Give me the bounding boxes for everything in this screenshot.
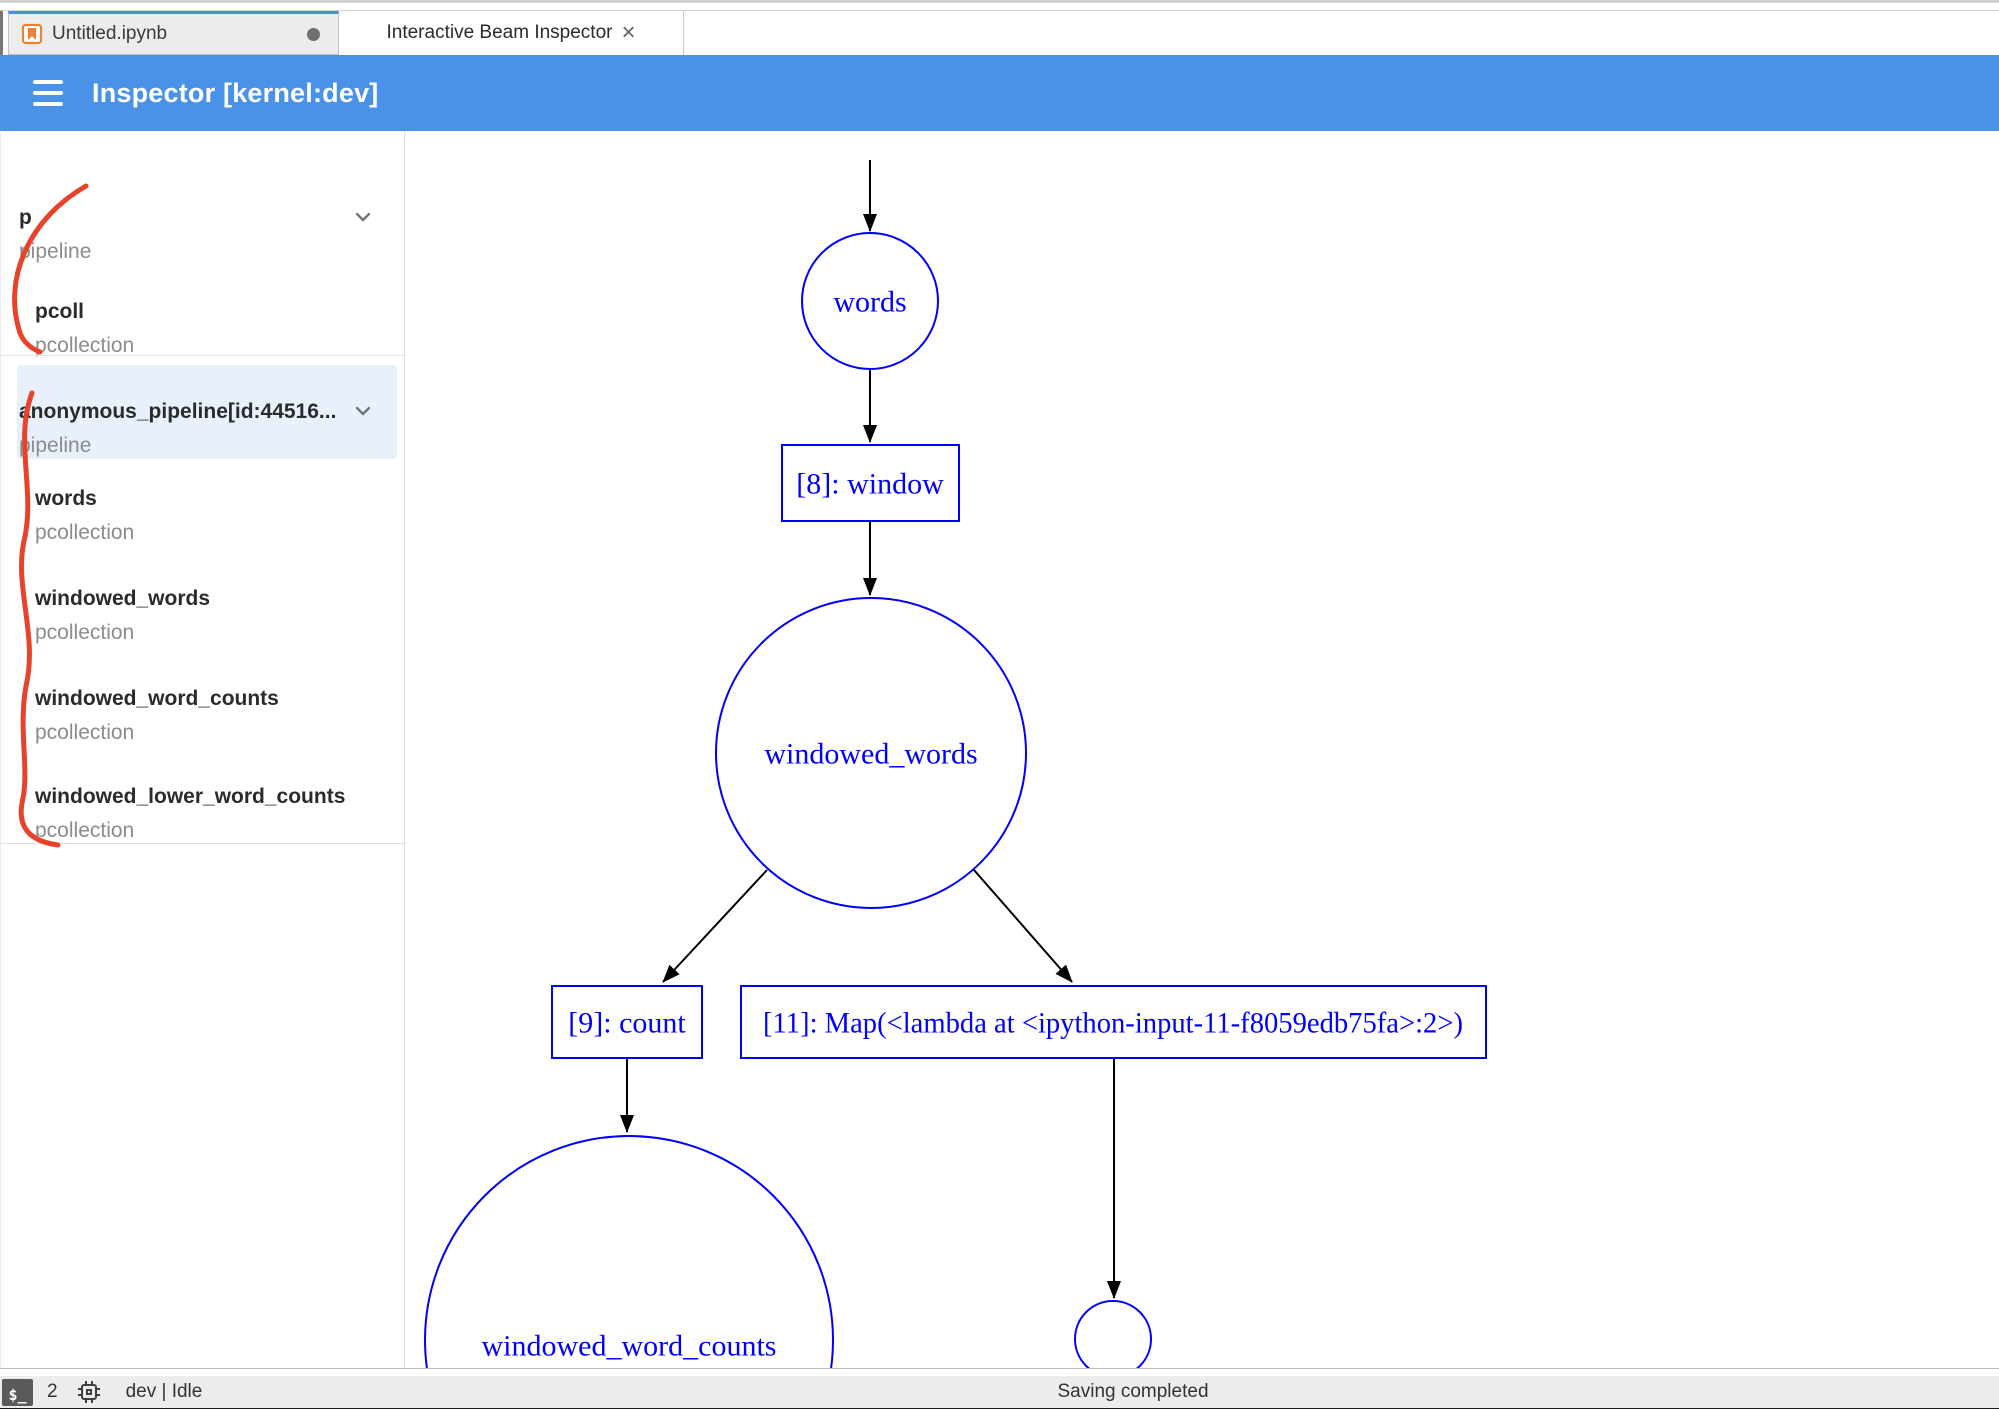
kernel-chip-icon[interactable] [76, 1379, 102, 1405]
pcollection-name: windowed_lower_word_counts [35, 785, 346, 808]
node-label-windowed-words: windowed_words [764, 738, 977, 771]
inspector-content: p pipeline pcoll pcollection anonymous_p… [0, 131, 1999, 1369]
tab-interactive-beam-inspector[interactable]: Interactive Beam Inspector × [339, 11, 684, 55]
graph-node-count[interactable] [551, 985, 703, 1059]
pcollection-name: windowed_word_counts [35, 687, 279, 710]
notebook-icon [21, 23, 43, 45]
close-icon[interactable]: × [621, 19, 636, 46]
terminal-sessions-icon[interactable]: $_ [2, 1378, 33, 1406]
chevron-down-icon[interactable] [350, 204, 376, 230]
node-label-map-lambda: [11]: Map(<lambda at <ipython-input-11-f… [763, 1007, 1463, 1040]
tab-untitled-notebook[interactable]: Untitled.ipynb [8, 11, 339, 55]
dag-edges [620, 160, 1121, 1299]
window-left-edge [0, 11, 3, 55]
sidebar-list-end-border [1, 843, 406, 844]
pipeline-name: anonymous_pipeline[id:44516... [19, 400, 337, 423]
edge-windowedwords-count [662, 869, 768, 983]
node-label-window: [8]: window [796, 468, 944, 501]
graph-node-window[interactable] [781, 444, 960, 522]
edge-windowedwords-map [973, 869, 1073, 983]
graph-node-windowed-words[interactable] [715, 597, 1027, 909]
graph-node-map-lambda[interactable] [740, 985, 1487, 1059]
node-label-count: [9]: count [568, 1007, 686, 1040]
status-bar: $_ 2 dev | Idle Saving completed [0, 1369, 1999, 1409]
menu-hamburger-icon[interactable] [33, 80, 63, 106]
inspector-title: Inspector [kernel:dev] [92, 77, 379, 108]
graph-node-windowed-word-counts[interactable] [424, 1135, 834, 1368]
save-status-message: Saving completed [1057, 1381, 1209, 1402]
node-label-windowed-word-counts: windowed_word_counts [482, 1330, 777, 1363]
dirty-indicator-icon [307, 27, 320, 41]
tab-label: Interactive Beam Inspector [386, 22, 613, 43]
top-strip [0, 3, 1999, 11]
kernel-status[interactable]: dev | Idle [125, 1381, 203, 1402]
selected-row-highlight [17, 365, 397, 459]
pipeline-dag: words [8]: window windowed_words [9]: co… [424, 160, 1487, 1368]
sidebar-section-divider [1, 355, 406, 356]
terminal-session-count[interactable]: 2 [47, 1381, 58, 1402]
chevron-down-icon[interactable] [350, 398, 376, 424]
node-label-words: words [833, 286, 906, 319]
tab-label: Untitled.ipynb [52, 23, 168, 44]
graph-node-unlabeled-pcollection[interactable] [1074, 1300, 1152, 1368]
inspector-app-bar: Inspector [kernel:dev] [0, 55, 1999, 131]
pcollection-name: windowed_words [35, 587, 211, 610]
dock-tab-bar: Untitled.ipynb Interactive Beam Inspecto… [0, 11, 1999, 55]
graph-node-words[interactable] [801, 232, 939, 370]
